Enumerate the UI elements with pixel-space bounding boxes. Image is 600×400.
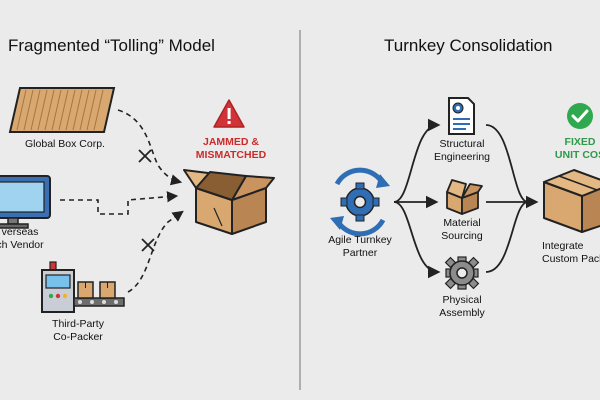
step-label-assembly: Physical Assembly [439,294,485,319]
right-panel-title: Turnkey Consolidation [384,36,553,55]
source-label-co-packer: Third-Party Co-Packer [52,318,104,343]
dashed-flow-top [117,109,183,186]
flow-to-assembly [393,201,441,279]
left-panel-title: Fragmented “Tolling” Model [8,36,215,55]
source-label-overseas-vendor: verseas ch Vendor [0,226,44,251]
blueprint-document-icon [448,97,475,135]
break-mark-icon [138,149,155,252]
warning-icon [213,99,245,128]
merge-to-result [485,124,539,273]
monitor-icon [0,175,51,229]
source-label-box-corp: Global Box Corp. [25,138,105,150]
flow-to-structural [393,118,441,203]
result-label: Integrate Custom Pack [542,240,600,265]
closed-box-icon [543,169,600,233]
step-label-sourcing: Material Sourcing [441,217,483,242]
step-label-structural: Structural Engineering [433,138,491,163]
check-circle-icon [567,103,593,129]
gear-icon [444,256,480,290]
packing-machine-icon [41,261,125,313]
dashed-flow-middle [60,191,179,215]
partner-label: Agile Turnkey Partner [328,234,392,259]
gear-cycle-icon [330,167,390,237]
dashed-flow-bottom [127,210,184,293]
open-box-icon [183,169,275,235]
jammed-warning-label: JAMMED & MISMATCHED [195,136,267,161]
material-box-icon [446,179,483,215]
fixed-cost-label: FIXED UNIT COS [554,136,600,161]
cardboard-sheet-icon [8,87,116,133]
